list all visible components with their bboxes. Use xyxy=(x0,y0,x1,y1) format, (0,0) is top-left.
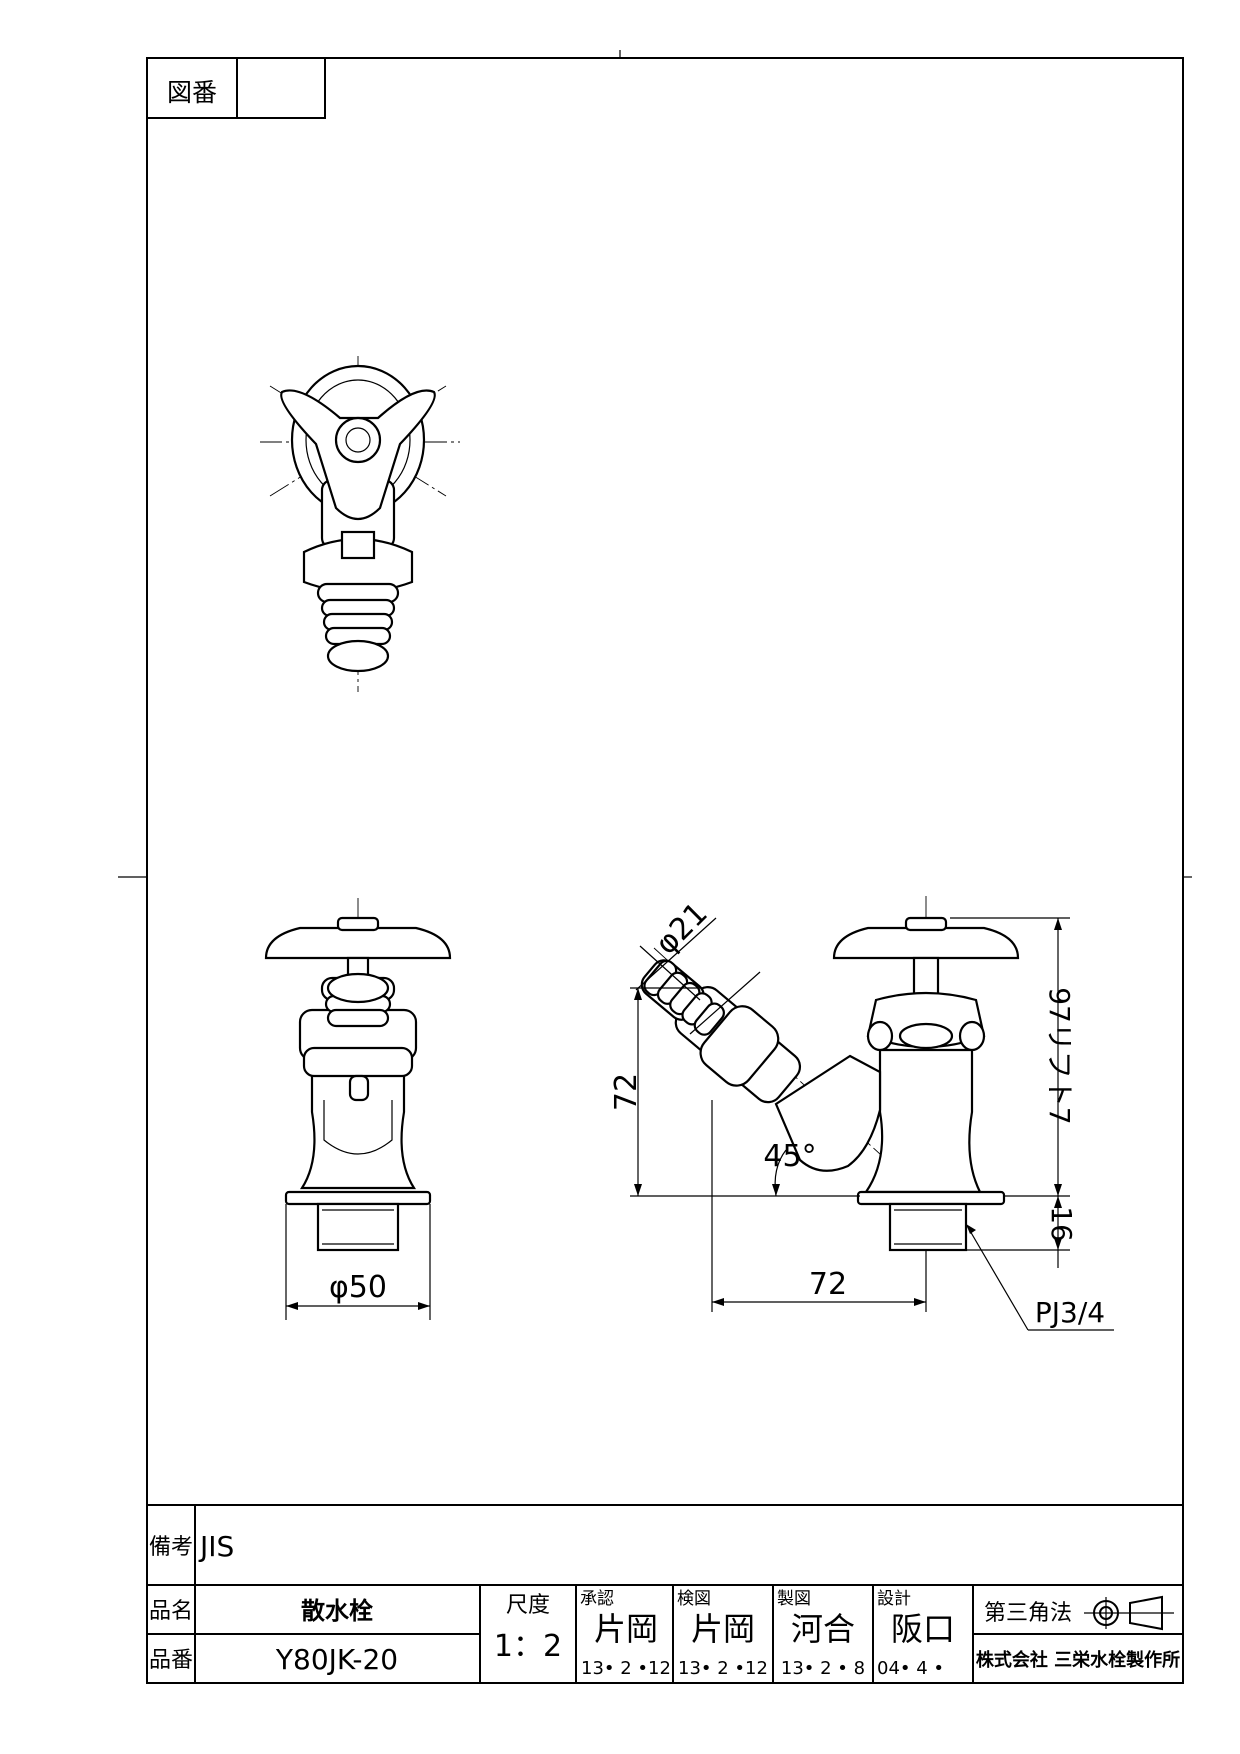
checked-label: 検図 xyxy=(677,1589,711,1609)
approved-label: 承認 xyxy=(580,1589,614,1609)
third-angle-projection-icon xyxy=(1084,1595,1174,1631)
product-no-value: Y80JK-20 xyxy=(275,1643,398,1676)
dim-height: 72 xyxy=(609,1073,644,1111)
drawing-no-label: 図番 xyxy=(167,78,217,107)
design-name: 阪口 xyxy=(891,1610,955,1648)
product-name-label: 品名 xyxy=(149,1599,193,1624)
scale-label: 尺度 xyxy=(506,1593,550,1618)
product-no-label: 品番 xyxy=(149,1648,193,1673)
checked-name: 片岡 xyxy=(691,1610,755,1648)
drawing-number-box: 図番 xyxy=(146,57,326,119)
remarks-label: 備考 xyxy=(149,1535,193,1560)
company-name: 株式会社 三栄水栓製作所 xyxy=(976,1649,1180,1671)
checked-date: 13• 2 •12 xyxy=(678,1658,768,1679)
remarks-value: JIS xyxy=(198,1530,234,1563)
dim-width: 72 xyxy=(809,1267,847,1302)
dim-thread-spec: PJ3/4 xyxy=(1035,1296,1105,1329)
dim-thread-height: 16 xyxy=(1045,1206,1078,1242)
dim-angle: 45° xyxy=(763,1139,816,1174)
drawn-date: 13• 2 • 8 xyxy=(781,1658,865,1679)
scale-value: 1：2 xyxy=(494,1629,562,1664)
projection-label: 第三角法 xyxy=(984,1601,1072,1626)
front-view: φ50 xyxy=(264,898,452,1320)
design-date: 04• 4 • xyxy=(877,1658,944,1679)
drawn-label: 製図 xyxy=(777,1589,811,1609)
approved-name: 片岡 xyxy=(594,1610,658,1648)
top-view xyxy=(260,356,460,692)
dim-total-height: 97リフト7 xyxy=(1043,987,1076,1124)
title-block: 備考 JIS 品名 散水栓 品番 Y80JK-20 尺度 1：2 承認 片岡 1… xyxy=(146,1504,1184,1684)
drawn-name: 河合 xyxy=(791,1610,855,1648)
drawing-border xyxy=(146,57,1184,1684)
design-label: 設計 xyxy=(877,1589,911,1609)
dim-base-diameter: φ50 xyxy=(329,1270,387,1305)
product-name-value: 散水栓 xyxy=(301,1597,373,1625)
approved-date: 13• 2 •12 xyxy=(581,1658,671,1679)
side-view: φ21 72 45° 72 97リフト7 16 PJ3/4 xyxy=(609,896,1114,1331)
